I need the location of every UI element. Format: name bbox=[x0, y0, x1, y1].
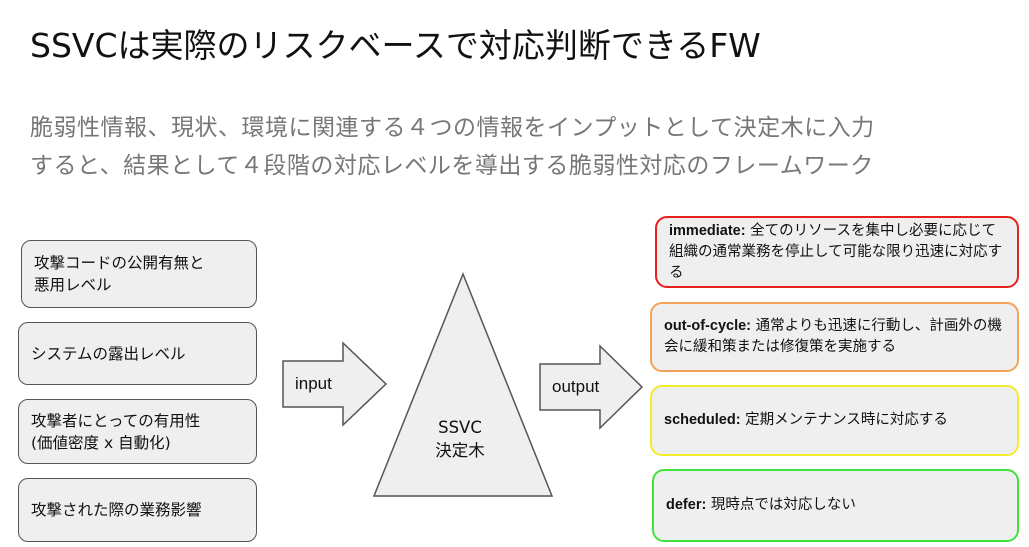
input-box-utility-line1: 攻撃者にとっての有用性 bbox=[31, 411, 201, 430]
input-box-exploitation: 攻撃コードの公開有無と 悪用レベル bbox=[21, 240, 257, 308]
input-arrow bbox=[282, 341, 388, 427]
input-box-impact-line1: 攻撃された際の業務影響 bbox=[31, 501, 202, 519]
slide-subtitle: 脆弱性情報、現状、環境に関連する４つの情報をインプットとして決定木に入力 すると… bbox=[30, 109, 1020, 185]
ssvc-decision-tree-label: SSVC 決定木 bbox=[410, 416, 510, 462]
output-immediate-text: 全てのリソースを集中し必要に応じて組織の通常業務を停止して可能な限り迅速に対応す… bbox=[669, 222, 1003, 281]
slide-title: SSVCは実際のリスクベースで対応判断できるFW bbox=[30, 26, 761, 65]
output-out-of-cycle-label: out-of-cycle: bbox=[664, 318, 751, 334]
output-defer-text: 現時点では対応しない bbox=[706, 497, 856, 513]
output-box-immediate: immediate: 全てのリソースを集中し必要に応じて組織の通常業務を停止して… bbox=[655, 216, 1019, 288]
output-scheduled-label: scheduled: bbox=[664, 412, 741, 428]
input-box-exposure-line1: システムの露出レベル bbox=[31, 344, 186, 363]
ssvc-decision-tree-triangle bbox=[372, 271, 554, 497]
output-arrow-label: output bbox=[552, 377, 600, 396]
output-scheduled-text: 定期メンテナンス時に対応する bbox=[740, 412, 948, 428]
output-box-out-of-cycle: out-of-cycle: 通常よりも迅速に行動し、計画外の機会に緩和策または修… bbox=[650, 302, 1019, 372]
input-box-utility-line2: (価値密度 x 自動化) bbox=[31, 433, 171, 452]
output-defer-label: defer: bbox=[666, 497, 707, 513]
input-box-impact: 攻撃された際の業務影響 bbox=[18, 478, 257, 542]
output-box-scheduled: scheduled: 定期メンテナンス時に対応する bbox=[650, 385, 1019, 456]
output-box-defer: defer: 現時点では対応しない bbox=[652, 469, 1019, 542]
input-box-utility: 攻撃者にとっての有用性 (価値密度 x 自動化) bbox=[18, 399, 257, 464]
ssvc-label-line1: SSVC bbox=[438, 418, 482, 437]
subtitle-line-1: 脆弱性情報、現状、環境に関連する４つの情報をインプットとして決定木に入力 bbox=[30, 115, 875, 141]
output-arrow bbox=[539, 344, 644, 430]
subtitle-line-2: すると、結果として４段階の対応レベルを導出する脆弱性対応のフレームワーク bbox=[30, 153, 874, 179]
input-box-exploitation-line1: 攻撃コードの公開有無と bbox=[34, 254, 205, 272]
ssvc-label-line2: 決定木 bbox=[435, 441, 485, 460]
input-arrow-label: input bbox=[295, 374, 332, 393]
input-box-exposure: システムの露出レベル bbox=[18, 322, 257, 385]
output-immediate-label: immediate: bbox=[669, 222, 746, 239]
output-out-of-cycle-text: 通常よりも迅速に行動し、計画外の機会に緩和策または修復策を実施する bbox=[664, 318, 1002, 355]
input-box-exploitation-line2: 悪用レベル bbox=[34, 276, 112, 294]
